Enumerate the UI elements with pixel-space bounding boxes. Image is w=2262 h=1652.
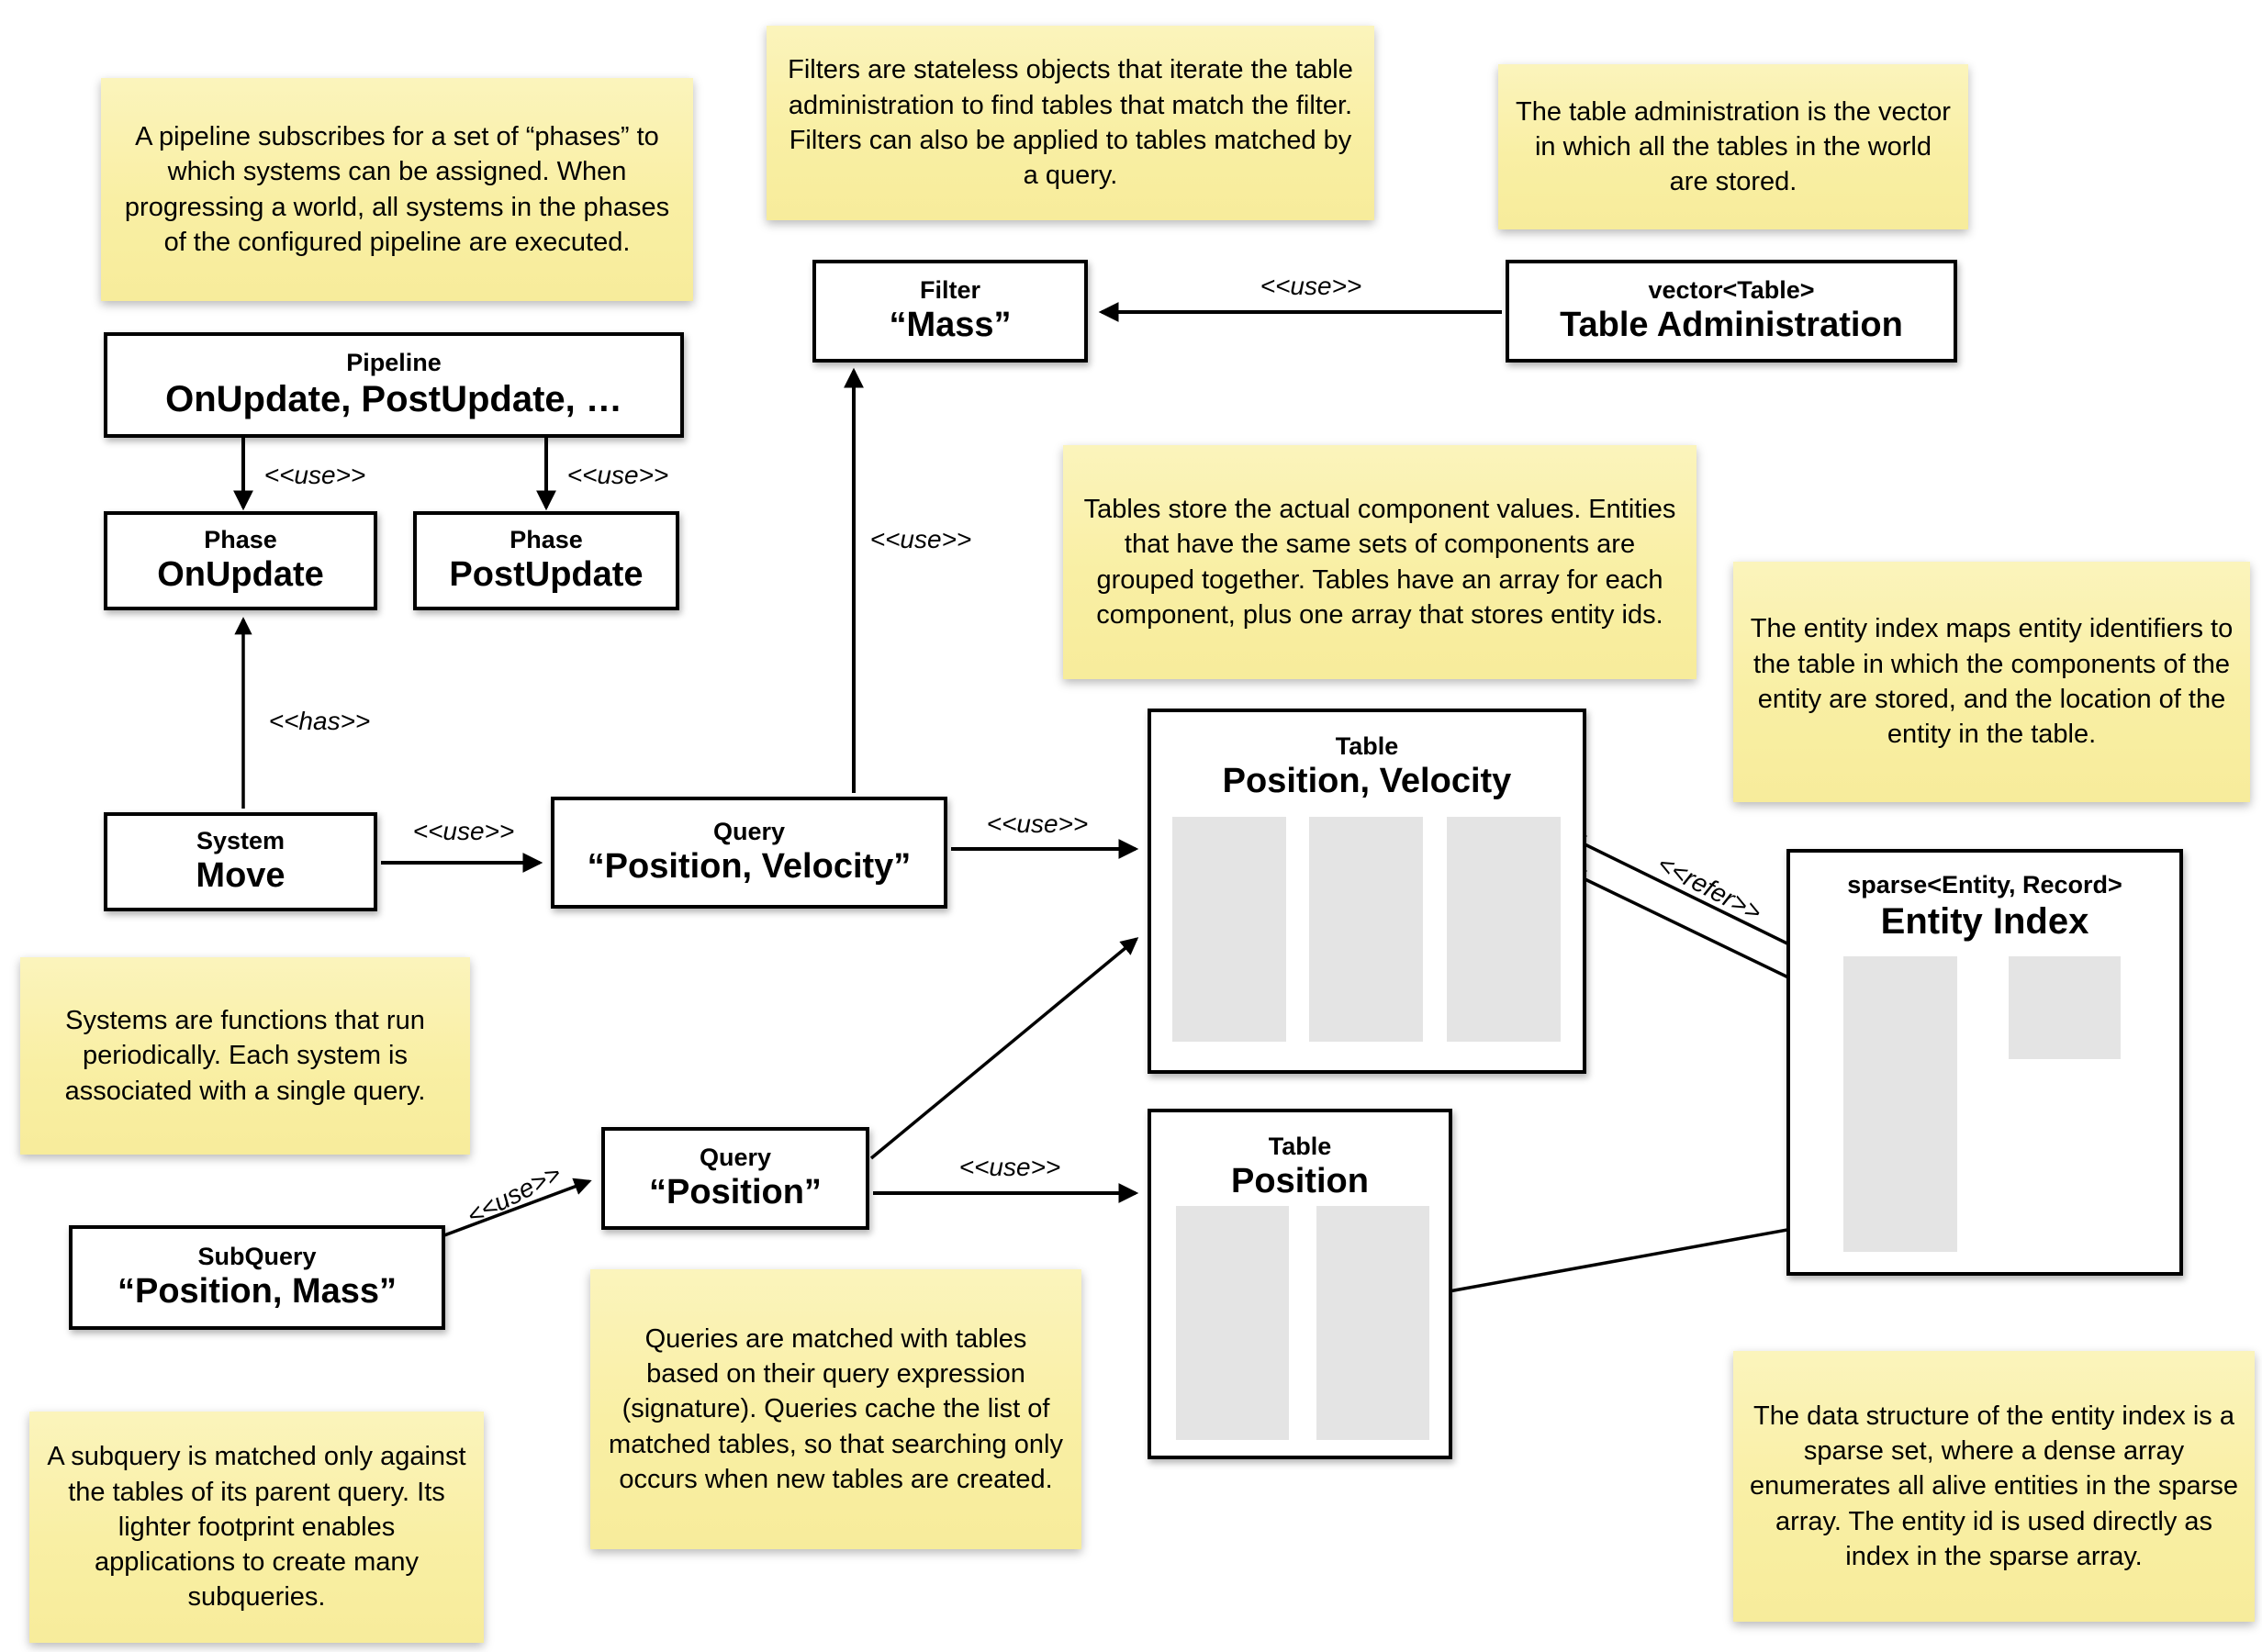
box-phase-postupdate-name: PostUpdate (449, 554, 644, 594)
box-table-position-velocity: Table Position, Velocity (1148, 709, 1586, 1074)
box-table-position: Table Position (1148, 1109, 1452, 1459)
note-systems: Systems are functions that run periodica… (20, 957, 470, 1155)
edge-label-use-pipeline-postupdate: <<use>> (566, 461, 669, 489)
box-filter-mass-name: “Mass” (889, 305, 1012, 344)
box-pipeline: Pipeline OnUpdate, PostUpdate, … (104, 332, 684, 438)
component-array-1 (1172, 817, 1286, 1042)
component-array-2 (1316, 1206, 1429, 1440)
box-phase-postupdate-title: Phase (510, 525, 583, 553)
note-filters: Filters are stateless objects that itera… (767, 26, 1374, 220)
edge-label-use-query-filter: <<use>> (869, 525, 972, 553)
box-subquery: SubQuery “Position, Mass” (69, 1225, 445, 1330)
box-table-position-velocity-name: Position, Velocity (1222, 762, 1512, 801)
box-phase-onupdate-name: OnUpdate (157, 554, 324, 594)
box-phase-onupdate: Phase OnUpdate (104, 511, 377, 610)
edge-label-has-system-phase: <<has>> (268, 707, 371, 735)
note-tables: Tables store the actual component values… (1063, 445, 1696, 679)
box-pipeline-title: Pipeline (346, 348, 442, 376)
box-entity-index-name: Entity Index (1880, 901, 2089, 943)
note-entity-index-text: The entity index maps entity identifiers… (1750, 614, 2234, 750)
box-table-administration: vector<Table> Table Administration (1506, 260, 1957, 363)
note-sparse-set: The data structure of the entity index i… (1733, 1351, 2255, 1622)
edge-label-use-pipeline-onupdate: <<use>> (263, 461, 366, 489)
arrow-subquery-use-query (443, 1178, 592, 1237)
box-table-position-title: Table (1268, 1133, 1332, 1160)
note-tables-text: Tables store the actual component values… (1083, 494, 1676, 630)
box-entity-index-title: sparse<Entity, Record> (1847, 871, 2122, 899)
box-subquery-name: “Position, Mass” (117, 1271, 398, 1311)
note-subquery-text: A subquery is matched only against the t… (47, 1442, 466, 1613)
box-query-position-velocity: Query “Position, Velocity” (551, 797, 947, 909)
component-array-2 (1309, 817, 1423, 1042)
note-pipeline-text: A pipeline subscribes for a set of “phas… (124, 121, 670, 257)
box-table-administration-name: Table Administration (1560, 305, 1903, 344)
dense-array (2009, 956, 2121, 1059)
box-query-position-velocity-title: Query (712, 817, 786, 845)
box-filter-mass: Filter “Mass” (812, 260, 1088, 363)
box-table-position-velocity-title: Table (1335, 732, 1399, 760)
note-filters-text: Filters are stateless objects that itera… (788, 55, 1353, 191)
box-table-position-name: Position (1231, 1162, 1369, 1201)
note-sparse-set-text: The data structure of the entity index i… (1750, 1401, 2238, 1571)
edge-label-use-tableadmin-filter: <<use>> (1260, 272, 1362, 300)
box-system-move: System Move (104, 812, 377, 911)
note-queries-text: Queries are matched with tables based on… (609, 1323, 1063, 1494)
box-entity-index: sparse<Entity, Record> Entity Index (1786, 849, 2183, 1276)
box-query-position-title: Query (699, 1143, 772, 1171)
box-subquery-title: SubQuery (197, 1242, 317, 1270)
note-entity-index: The entity index maps entity identifiers… (1733, 562, 2250, 802)
note-table-admin-text: The table administration is the vector i… (1516, 96, 1951, 197)
note-pipeline: A pipeline subscribes for a set of “phas… (101, 78, 693, 301)
note-queries: Queries are matched with tables based on… (590, 1269, 1081, 1549)
edge-label-use-querypos-tablepos: <<use>> (958, 1153, 1061, 1181)
box-table-administration-title: vector<Table> (1648, 275, 1815, 304)
box-system-move-name: Move (196, 855, 286, 895)
box-pipeline-name: OnUpdate, PostUpdate, … (165, 379, 622, 420)
box-query-position-name: “Position” (649, 1172, 822, 1211)
note-systems-text: Systems are functions that run periodica… (64, 1006, 426, 1106)
box-filter-mass-title: Filter (919, 275, 980, 304)
edge-label-use-query-tablepv: <<use>> (986, 809, 1089, 838)
box-phase-postupdate: Phase PostUpdate (413, 511, 679, 610)
component-array-3 (1447, 817, 1561, 1042)
box-phase-onupdate-title: Phase (204, 525, 277, 553)
note-table-admin: The table administration is the vector i… (1498, 64, 1968, 229)
sparse-array (1843, 956, 1957, 1252)
box-system-move-title: System (196, 826, 286, 854)
box-query-position: Query “Position” (601, 1127, 869, 1230)
box-query-position-velocity-name: “Position, Velocity” (587, 846, 912, 886)
edge-label-use-system-query: <<use>> (412, 817, 515, 845)
component-array-1 (1176, 1206, 1289, 1440)
arrow-entityindex-refer-tablepos (1411, 1217, 1849, 1304)
note-subquery: A subquery is matched only against the t… (29, 1412, 484, 1643)
arrow-querypos-tablepv (869, 937, 1139, 1160)
